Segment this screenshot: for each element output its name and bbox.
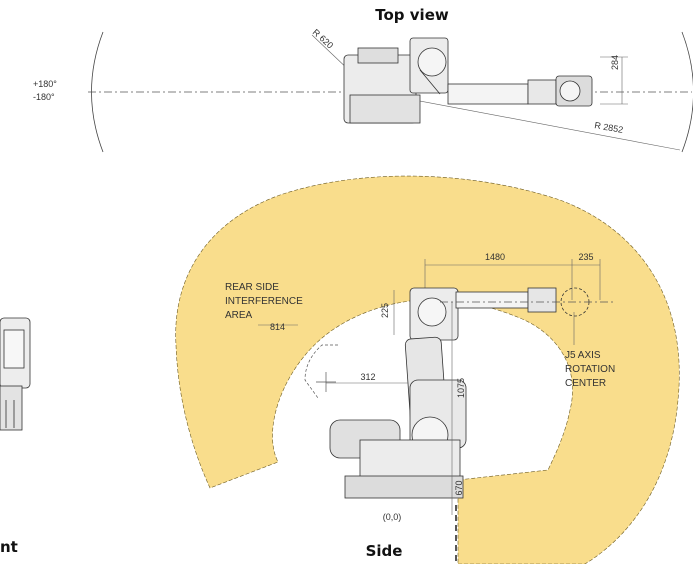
rear-interference-marker <box>304 344 338 399</box>
robot-top-view <box>343 37 593 124</box>
dim312-label: 312 <box>360 372 375 382</box>
dim225-label: 225 <box>380 303 390 318</box>
dim814-label: 814 <box>270 322 285 332</box>
rear-area-line-1: REAR SIDE <box>225 282 279 293</box>
angle-neg: -180° <box>33 92 55 102</box>
origin-label: (0,0) <box>383 512 402 522</box>
r2852-label: R 2852 <box>594 120 624 135</box>
r620-label: R 620 <box>311 27 336 51</box>
top-view-title: Top view <box>375 6 449 24</box>
robot-side-view <box>329 287 590 499</box>
dim1480-label: 1480 <box>485 252 505 262</box>
j5-label-line-1: J5 AXIS <box>565 350 601 361</box>
angle-pos: +180° <box>33 79 57 89</box>
j5-label-line-3: CENTER <box>565 378 606 389</box>
rear-area-line-3: AREA <box>225 310 253 321</box>
front-view-title: nt <box>0 538 18 556</box>
side-work-envelope <box>175 175 680 564</box>
dim235-label: 235 <box>578 252 593 262</box>
dim670-label: 670 <box>454 480 464 495</box>
dim1075-label: 1075 <box>456 378 466 398</box>
rear-area-line-2: INTERFERENCE <box>225 296 303 307</box>
top-right-arc <box>681 31 693 153</box>
side-view-title: Side <box>366 542 403 560</box>
dim284-label: 284 <box>610 55 620 70</box>
j5-label-line-2: ROTATION <box>565 364 615 375</box>
r2852-line <box>371 91 681 151</box>
robot-front-view-partial <box>0 317 31 431</box>
